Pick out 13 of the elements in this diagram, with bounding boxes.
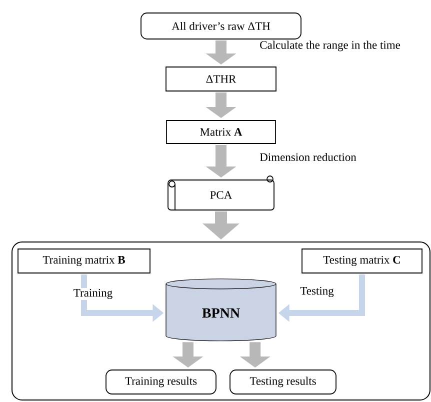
database-cylinder: BPNN: [166, 278, 276, 342]
edge-label: Training: [72, 288, 114, 300]
edge-label: Testing: [299, 286, 335, 298]
edge-label: Dimension reduction: [258, 152, 358, 162]
rounded-box: Training results: [106, 370, 216, 394]
group-frame: [12, 242, 430, 400]
edge-label: Calculate the range in the time: [258, 40, 402, 52]
process-box: Testing matrix C: [302, 248, 422, 274]
rounded-box: Testing results: [230, 370, 336, 394]
process-box: Matrix A: [166, 120, 276, 144]
process-box: Training matrix B: [18, 248, 150, 274]
rounded-box: All driver’s raw ΔTH: [140, 12, 302, 40]
process-box: ΔTHR: [166, 66, 276, 92]
